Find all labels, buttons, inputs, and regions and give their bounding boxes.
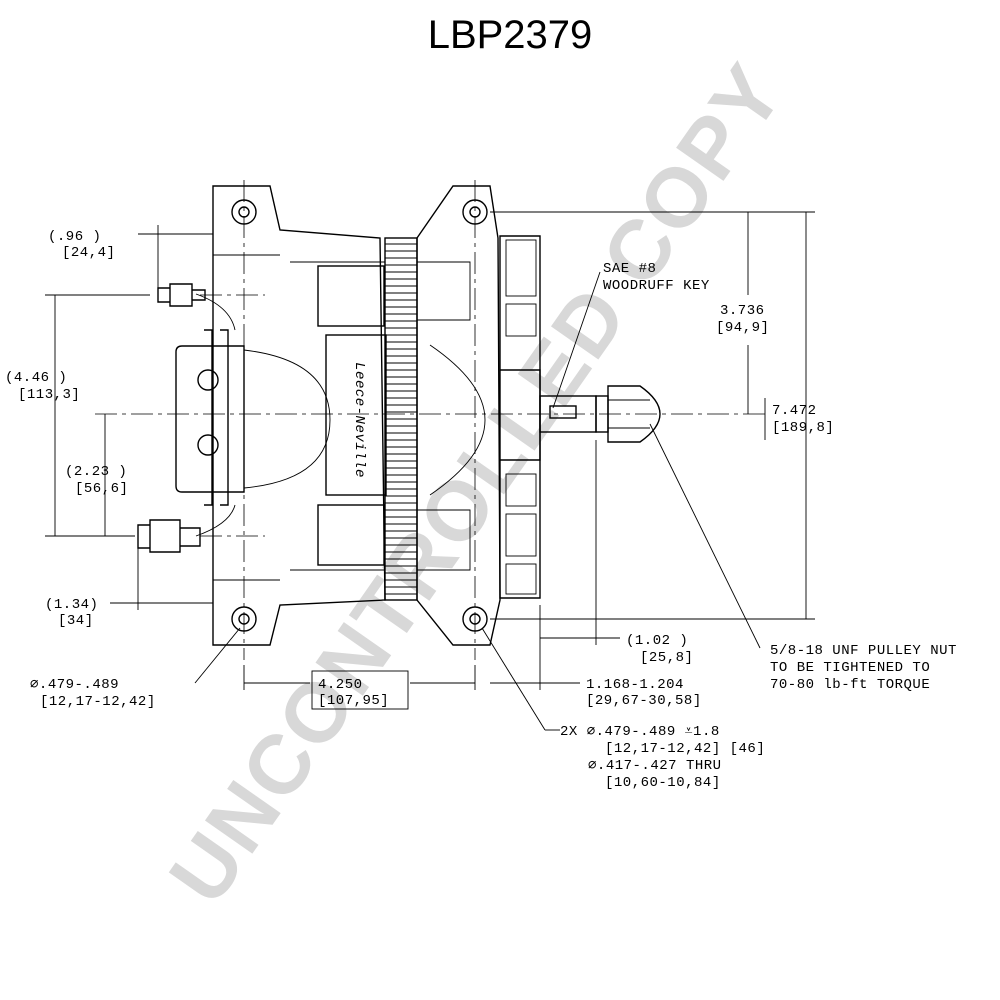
fan-blades bbox=[505, 239, 537, 595]
key-note-line1: SAE #8 bbox=[603, 261, 656, 277]
notes: SAE #8 WOODRUFF KEY 5/8-18 UNF PULLEY NU… bbox=[560, 261, 957, 791]
fan-blade bbox=[505, 563, 537, 595]
dim-446-in: (4.46 ) bbox=[5, 370, 67, 386]
basic-dim-box bbox=[311, 670, 409, 710]
regulator-box bbox=[175, 345, 245, 493]
fan-blade bbox=[505, 303, 537, 337]
hole-dia-mm: [12,17-12,42] bbox=[40, 694, 156, 710]
hole-dia-in: ∅.479-.489 bbox=[30, 677, 119, 693]
rectifier-top bbox=[317, 265, 385, 327]
dim-223-mm: [56,6] bbox=[75, 481, 128, 497]
centerlines bbox=[95, 180, 770, 660]
dimension-text: (.96 ) [24,4] (4.46 ) [113,3] (2.23 ) [5… bbox=[5, 229, 834, 710]
key-note-line2: WOODRUFF KEY bbox=[603, 278, 710, 294]
dim-4250-mm: [107,95] bbox=[318, 693, 389, 709]
holes-leader bbox=[481, 627, 546, 731]
dim-223-in: (2.23 ) bbox=[65, 464, 127, 480]
woodruff-key bbox=[549, 405, 577, 419]
rear-housing-rib bbox=[290, 261, 385, 571]
pulley-nut bbox=[607, 385, 661, 443]
rectifier-bottom bbox=[317, 504, 385, 566]
regulator-screw-bottom bbox=[197, 434, 219, 456]
alternator-body: Leece-Neville bbox=[137, 185, 661, 646]
dim-096-mm: [24,4] bbox=[62, 245, 115, 261]
holes-note-line2: [12,17-12,42] [46] bbox=[605, 741, 765, 757]
front-housing-pockets bbox=[417, 261, 471, 571]
fan bbox=[499, 235, 541, 599]
connector-strap-outer bbox=[220, 329, 229, 506]
holes-note-line4: [10,60-10,84] bbox=[605, 775, 721, 791]
nut-note-line3: 70-80 lb-ft TORQUE bbox=[770, 677, 930, 693]
fan-blade bbox=[505, 473, 537, 507]
logo-text: Leece-Neville bbox=[351, 362, 367, 478]
fan-blade bbox=[505, 513, 537, 557]
dim-102-mm: [25,8] bbox=[640, 650, 693, 666]
nut-note-line1: 5/8-18 UNF PULLEY NUT bbox=[770, 643, 957, 659]
rear-housing-edge bbox=[213, 254, 280, 581]
terminal-stud-top bbox=[157, 283, 206, 307]
dim-102-in: (1.02 ) bbox=[626, 633, 688, 649]
hole-leader bbox=[194, 627, 241, 684]
drawing-title: LBP2379 bbox=[428, 13, 593, 57]
dim-3736-in: 3.736 bbox=[720, 303, 765, 319]
dim-1168-in: 1.168-1.204 bbox=[586, 677, 684, 693]
holes-note-line3: ∅.417-.427 THRU bbox=[588, 758, 722, 774]
rear-cover-dome bbox=[243, 349, 331, 489]
nut-note-line2: TO BE TIGHTENED TO bbox=[770, 660, 930, 676]
stator-fins bbox=[385, 243, 417, 595]
dimension-lines bbox=[45, 211, 815, 731]
pulley-nut-flats bbox=[608, 399, 650, 429]
fan-blade bbox=[505, 239, 537, 297]
dim-134-in: (1.34) bbox=[45, 597, 98, 613]
dim-1168-mm: [29,67-30,58] bbox=[586, 693, 702, 709]
dim-134-mm: [34] bbox=[58, 613, 94, 629]
regulator-screw-top bbox=[197, 369, 219, 391]
holes-note-line1: 2X ∅.479-.489 ⩡1.8 bbox=[560, 724, 720, 740]
dim-7472-in: 7.472 bbox=[772, 403, 817, 419]
front-housing-arc bbox=[429, 344, 486, 496]
dim-446-mm: [113,3] bbox=[18, 387, 80, 403]
connector-strap bbox=[204, 329, 213, 506]
dim-096-in: (.96 ) bbox=[48, 229, 101, 245]
dim-7472-mm: [189,8] bbox=[772, 420, 834, 436]
front-housing bbox=[416, 185, 501, 646]
dim-4250-in: 4.250 bbox=[318, 677, 363, 693]
terminal-stud-bottom bbox=[137, 519, 201, 553]
name-plate bbox=[325, 334, 387, 496]
dim-3736-mm: [94,9] bbox=[716, 320, 769, 336]
nut-leader bbox=[649, 423, 761, 649]
terminal-wires bbox=[195, 293, 236, 537]
key-leader bbox=[552, 271, 601, 409]
